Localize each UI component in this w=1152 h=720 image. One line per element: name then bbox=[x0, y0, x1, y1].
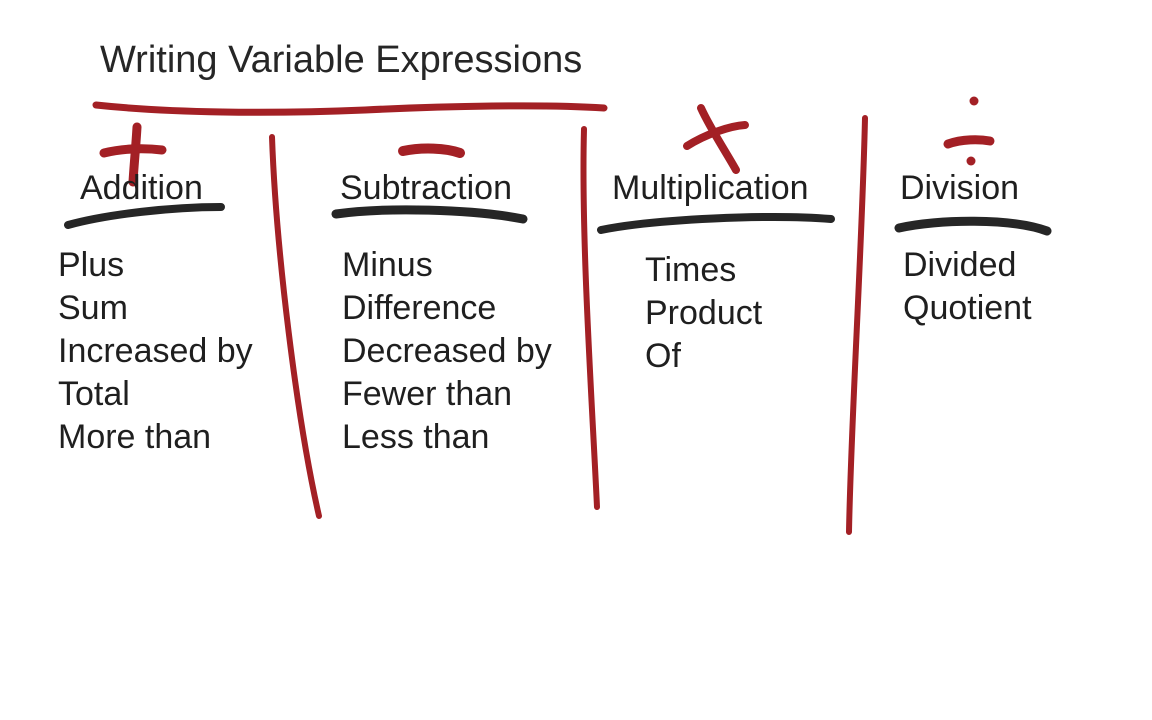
division-underline bbox=[894, 216, 1052, 236]
list-item: Times bbox=[645, 251, 737, 289]
subtraction-term-list: Minus Difference Decreased by Fewer than… bbox=[342, 244, 552, 459]
addition-underline bbox=[64, 203, 225, 229]
division-term-list: Divided Quotient bbox=[903, 244, 1032, 330]
list-item: Product bbox=[645, 294, 763, 332]
column-header-addition: Addition bbox=[80, 169, 203, 207]
list-item: Total bbox=[58, 375, 130, 413]
divider-addition-subtraction bbox=[269, 134, 322, 519]
minus-icon bbox=[398, 143, 465, 158]
list-item: Fewer than bbox=[342, 375, 513, 413]
column-header-division: Division bbox=[900, 169, 1020, 207]
list-item: Increased by bbox=[58, 332, 253, 370]
times-icon bbox=[683, 104, 749, 174]
list-item: Difference bbox=[342, 289, 497, 327]
list-item: Of bbox=[645, 337, 681, 375]
page-title: Writing Variable Expressions bbox=[100, 39, 583, 81]
divider-subtraction-multiplication bbox=[580, 126, 600, 510]
addition-term-list: Plus Sum Increased by Total More than bbox=[58, 244, 253, 459]
list-item: Divided bbox=[903, 246, 1017, 284]
list-item: Decreased by bbox=[342, 332, 552, 370]
list-item: Quotient bbox=[903, 289, 1032, 327]
subtraction-underline bbox=[331, 205, 528, 224]
divide-icon bbox=[943, 96, 995, 166]
title-underline bbox=[92, 101, 608, 116]
list-item: Less than bbox=[342, 418, 490, 456]
column-header-multiplication: Multiplication bbox=[612, 169, 809, 207]
multiplication-term-list: Times Product Of bbox=[645, 249, 762, 378]
list-item: More than bbox=[58, 418, 212, 456]
list-item: Plus bbox=[58, 246, 125, 284]
column-header-subtraction: Subtraction bbox=[340, 169, 512, 207]
list-item: Minus bbox=[342, 246, 433, 284]
list-item: Sum bbox=[58, 289, 128, 327]
multiplication-underline bbox=[597, 213, 835, 234]
plus-icon bbox=[99, 122, 167, 187]
divider-multiplication-division bbox=[846, 115, 868, 535]
